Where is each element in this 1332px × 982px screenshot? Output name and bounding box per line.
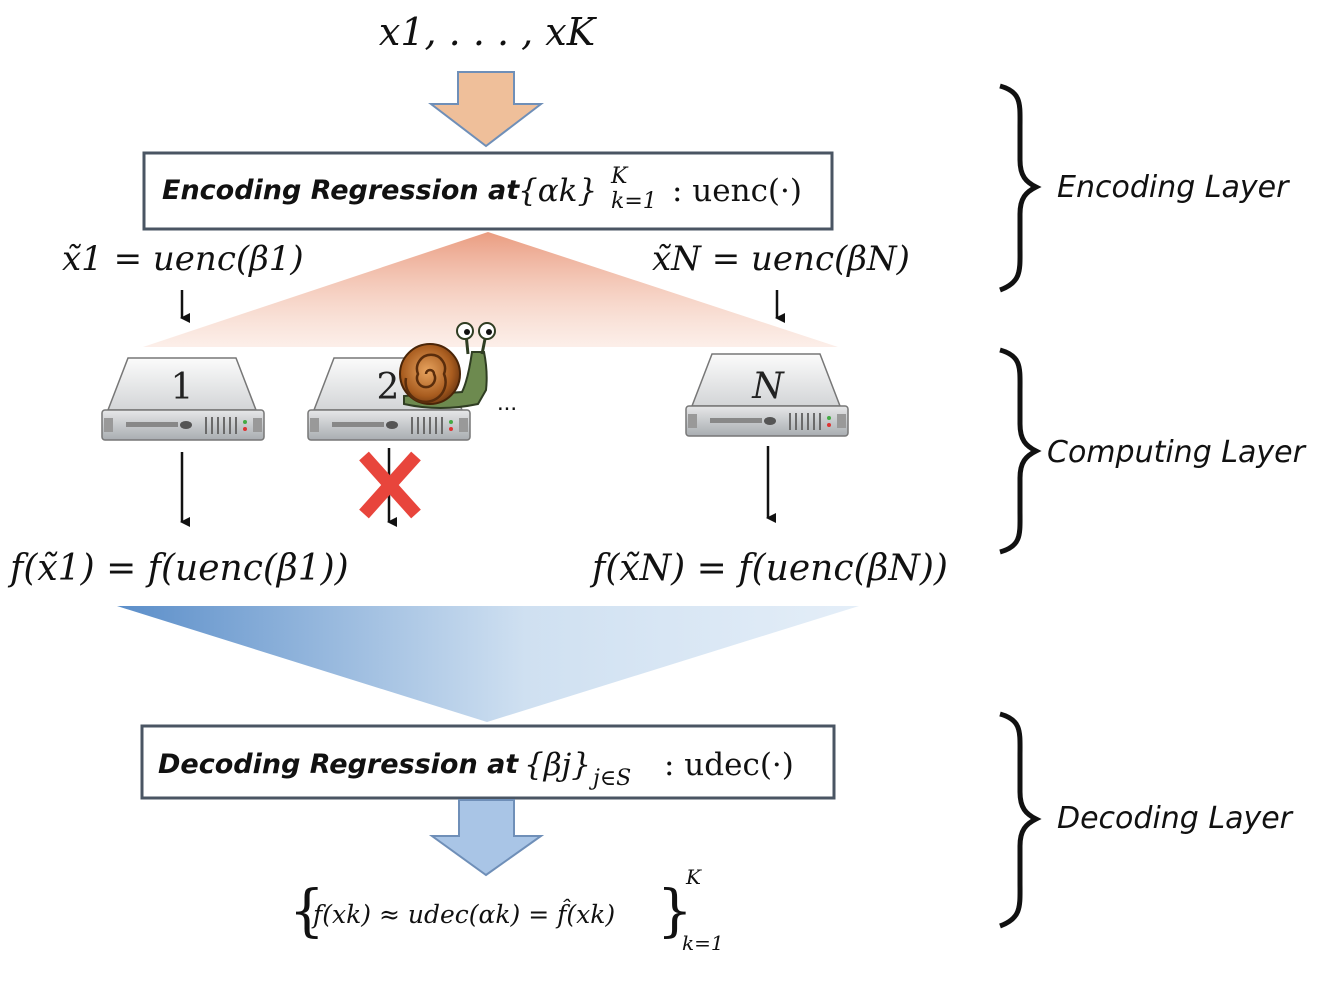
final-result: { f(xk) ≈ udec(αk) = f̂(xk) } K k=1 <box>289 865 724 955</box>
decoding-box-func: : udec(·) <box>664 747 794 783</box>
server-1: 1 <box>101 357 265 441</box>
encoding-box-func: : uenc(·) <box>672 173 802 209</box>
decoding-box-set: {βj} <box>524 747 591 783</box>
server-2-label: 2 <box>377 367 400 408</box>
encoding-box-sub: k=1 <box>611 189 657 214</box>
encoded-right: x̃N = uenc(βN) <box>652 239 910 279</box>
servers-ellipsis: ... <box>497 389 517 416</box>
encoding-box-title: Encoding Regression at <box>162 175 520 206</box>
encoding-regression-box: Encoding Regression at {αk} K k=1 : uenc… <box>142 151 834 231</box>
encoding-spread <box>143 232 838 347</box>
computing-layer-brace <box>999 347 1042 555</box>
result-open-brace: { <box>289 879 325 944</box>
decoding-layer-brace <box>999 711 1042 929</box>
server-n: N <box>685 353 849 437</box>
decoding-gather <box>117 606 859 722</box>
encoding-layer-brace <box>999 83 1042 293</box>
decoding-box-sub: j∈S <box>588 766 631 791</box>
encoding-box-sup: K <box>610 164 629 189</box>
result-sub: k=1 <box>682 931 724 955</box>
server-n-label: N <box>751 366 785 407</box>
encoded-left: x̃1 = uenc(β1) <box>62 239 304 279</box>
encoding-layer-label: Encoding Layer <box>1057 170 1290 205</box>
straggler-cross-icon <box>359 451 421 519</box>
decoding-layer-label: Decoding Layer <box>1057 801 1294 836</box>
encoding-box-set: {αk} <box>518 173 597 209</box>
result-expr: f(xk) ≈ udec(αk) = f̂(xk) <box>311 900 615 929</box>
output-right: f(x̃N) = f(uenc(βN)) <box>589 548 948 589</box>
snail-icon <box>399 322 496 409</box>
decoding-box-title: Decoding Regression at <box>158 749 519 780</box>
decode-arrow <box>428 799 545 877</box>
inputs-label: x1, . . . , xK <box>379 10 598 54</box>
result-close-brace: } <box>657 879 693 944</box>
result-sup: K <box>685 865 702 889</box>
encode-arrow <box>428 71 544 148</box>
output-left: f(x̃1) = f(uenc(β1)) <box>7 548 349 589</box>
computing-layer-label: Computing Layer <box>1047 435 1307 470</box>
server-1-label: 1 <box>171 367 194 408</box>
decoding-regression-box: Decoding Regression at {βj} j∈S : udec(·… <box>140 724 836 800</box>
